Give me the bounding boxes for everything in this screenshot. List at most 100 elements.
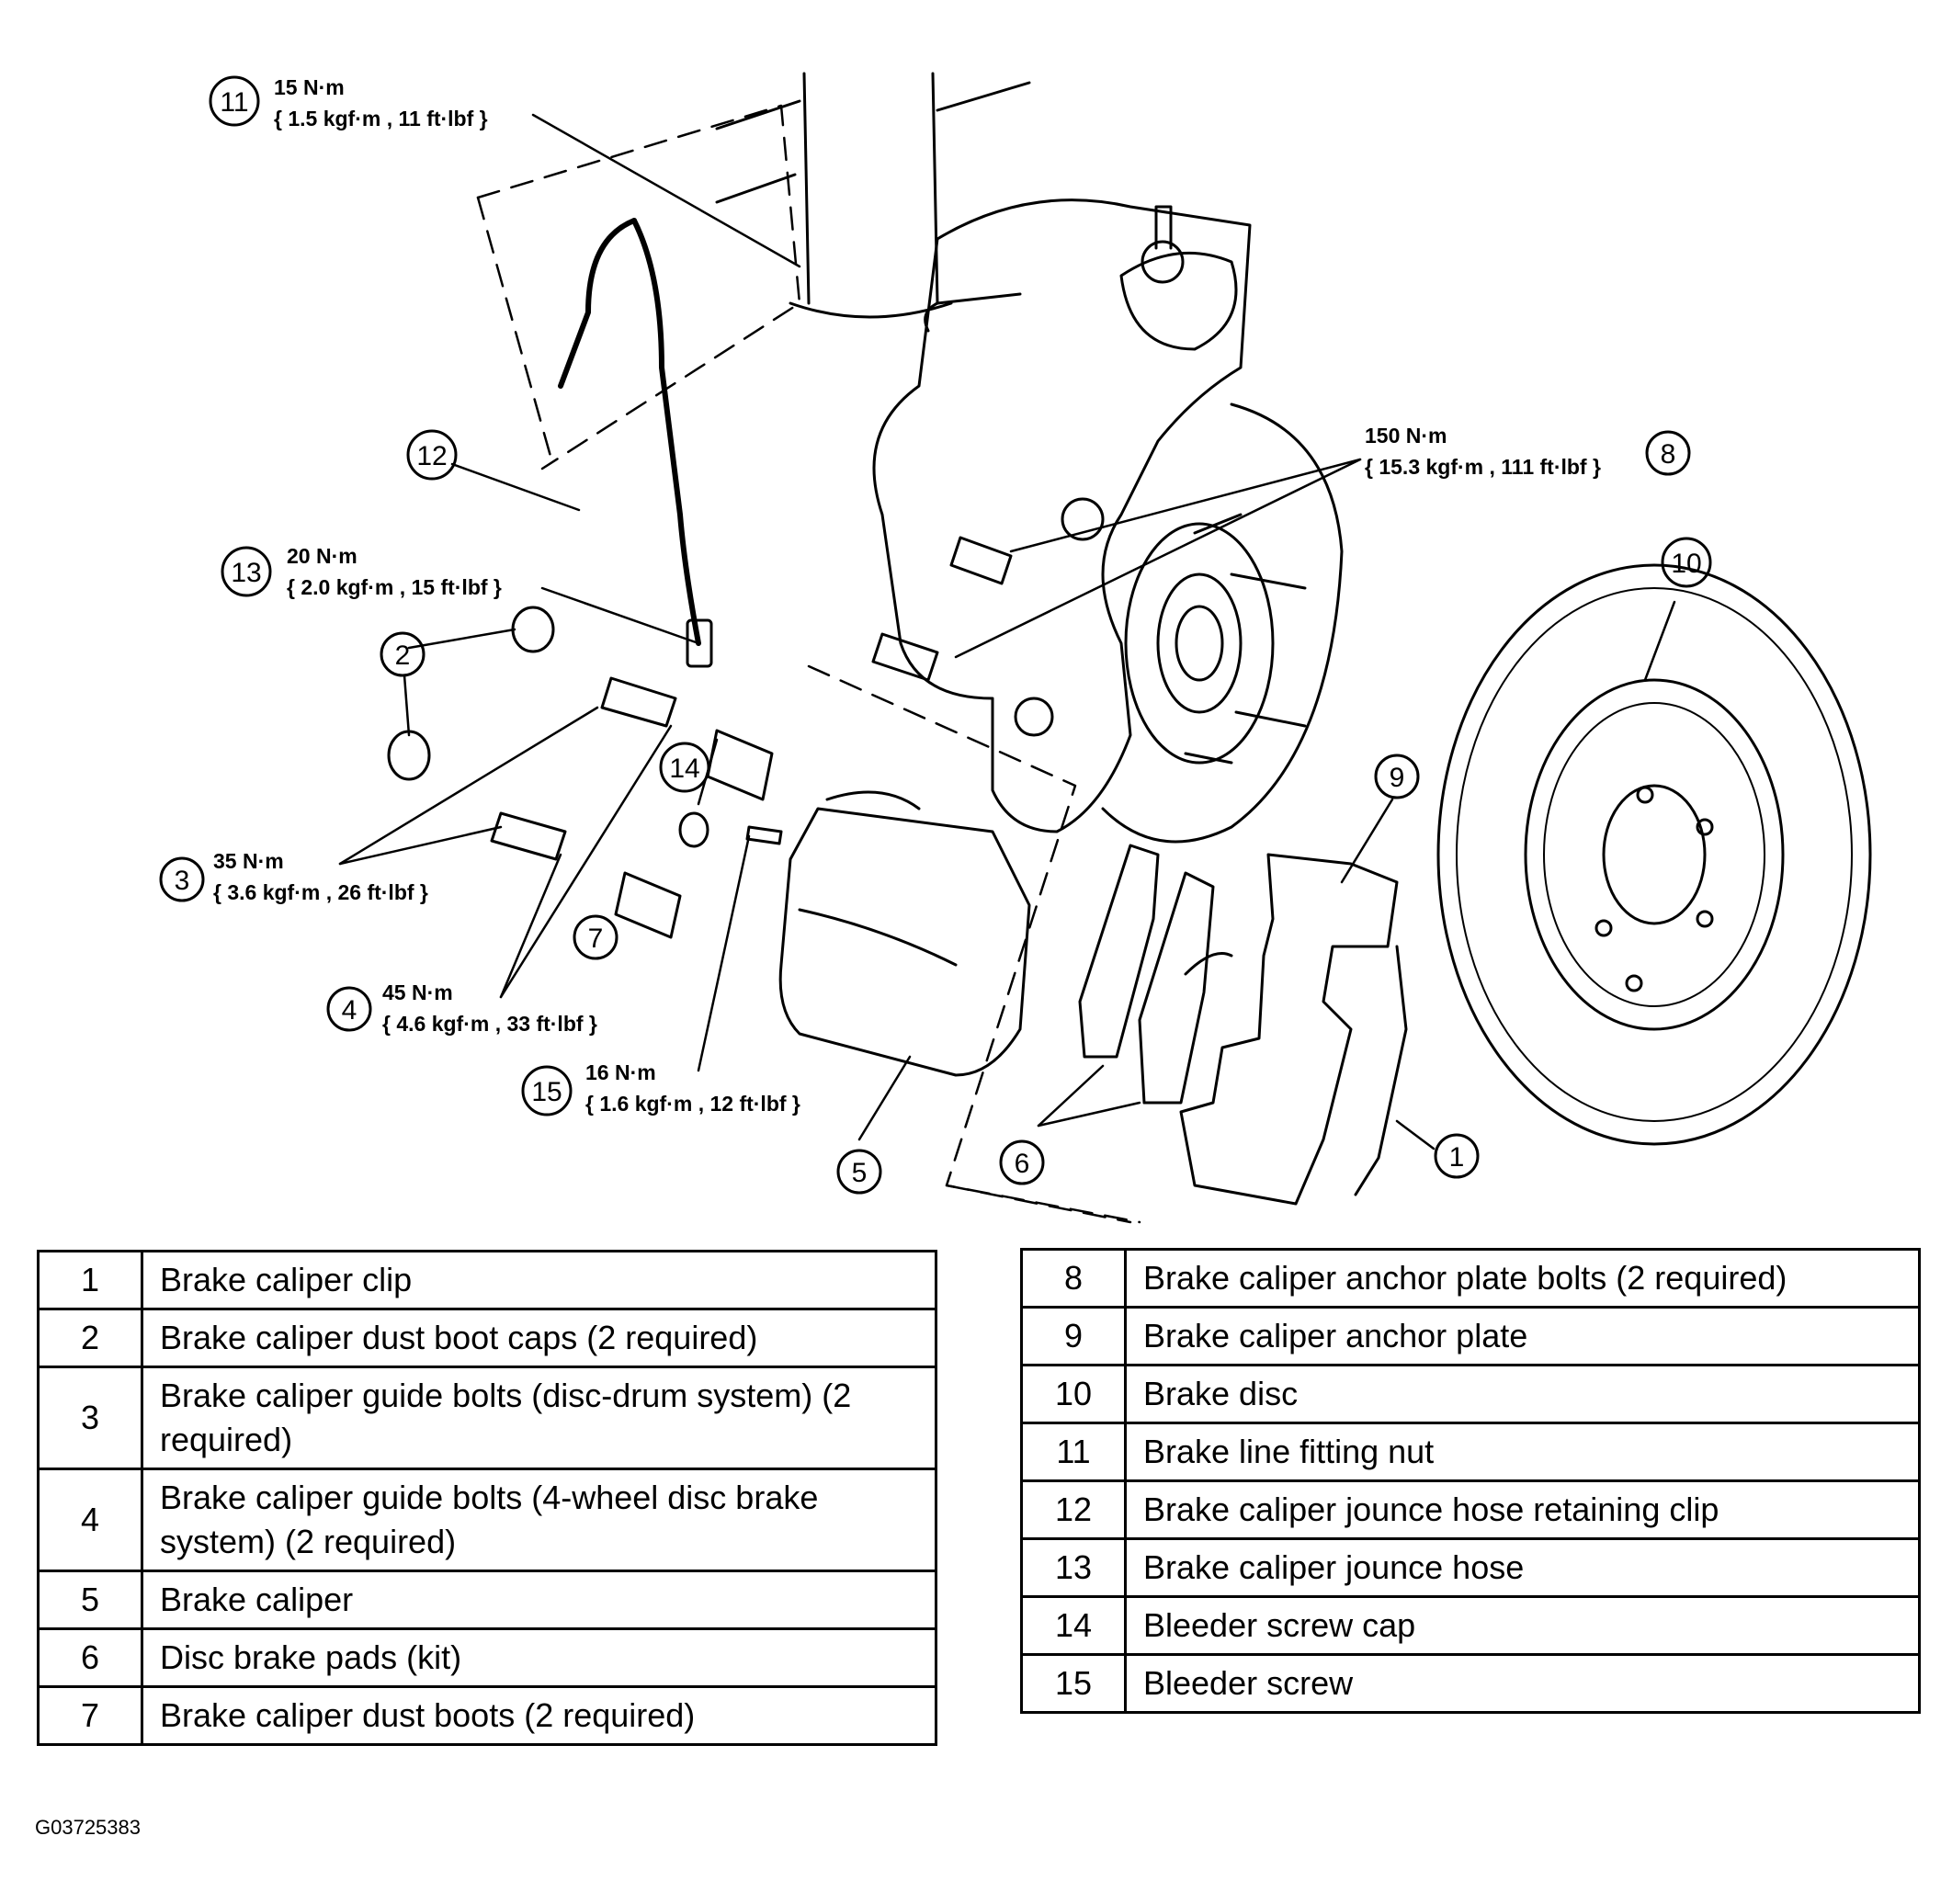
callout-3-number: 3: [175, 866, 190, 896]
leader-lines: [338, 113, 1676, 1150]
torque-4-nm: 45 N·m: [382, 980, 453, 1004]
torque-15-nm: 16 N·m: [585, 1060, 656, 1084]
legend-text: Brake caliper dust boots (2 required): [141, 1685, 937, 1746]
legend-num: 14: [1020, 1595, 1127, 1656]
callout-9: 9: [1374, 754, 1420, 799]
legend-num: 5: [37, 1570, 143, 1630]
wheel-hub: [1101, 402, 1344, 844]
torque-3-spec: { 3.6 kgf·m , 26 ft·lbf }: [213, 880, 428, 904]
legend-text: Brake caliper dust boot caps (2 required…: [141, 1308, 937, 1368]
anchor-plate-bolts: [871, 536, 1013, 682]
caliper-clip: [1354, 945, 1408, 1196]
legend-text: Bleeder screw cap: [1124, 1595, 1921, 1656]
hose-fitting: [686, 618, 713, 668]
callout-14: 14: [659, 742, 710, 793]
callout-6: 6: [999, 1139, 1045, 1185]
caliper-anchor-plate: [1179, 853, 1399, 1206]
torque-4-spec: { 4.6 kgf·m , 33 ft·lbf }: [382, 1012, 597, 1036]
callout-2-number: 2: [395, 640, 411, 671]
callout-10-number: 10: [1671, 549, 1701, 579]
bleeder-parts: [678, 811, 783, 848]
callout-4-number: 4: [342, 995, 357, 1026]
callout-7-number: 7: [588, 924, 604, 954]
brake-disc: [1436, 563, 1872, 1146]
legend-text: Brake caliper guide bolts (disc-drum sys…: [141, 1366, 937, 1470]
legend-text: Brake caliper jounce hose: [1124, 1537, 1921, 1598]
callout-3: 3: [159, 856, 205, 902]
legend-text: Disc brake pads (kit): [141, 1627, 937, 1688]
legend-num: 10: [1020, 1364, 1127, 1424]
dashed-outline-lower: [807, 664, 1141, 1224]
guide-bolts: [490, 676, 677, 861]
strut-assembly: [715, 72, 1031, 319]
legend-text: Bleeder screw: [1124, 1653, 1921, 1714]
dashed-outline-upper: [476, 104, 801, 470]
callout-10: 10: [1661, 537, 1712, 588]
legend-text: Brake line fitting nut: [1124, 1422, 1921, 1482]
disc-brake-pads: [1078, 844, 1233, 1105]
legend-num: 8: [1020, 1248, 1127, 1309]
figure-id: G03725383: [35, 1816, 141, 1839]
torque-11-spec: { 1.5 kgf·m , 11 ft·lbf }: [274, 107, 488, 130]
legend-num: 12: [1020, 1479, 1127, 1540]
callout-12: 12: [406, 429, 458, 481]
legend-text: Brake caliper clip: [141, 1250, 937, 1310]
callout-8-number: 8: [1661, 439, 1676, 470]
jounce-hose: [558, 218, 701, 646]
legend-text: Brake caliper guide bolts (4-wheel disc …: [141, 1468, 937, 1572]
legend-num: 6: [37, 1627, 143, 1688]
torque-13-nm: 20 N·m: [287, 544, 357, 568]
legend-num: 7: [37, 1685, 143, 1746]
callout-14-number: 14: [669, 754, 699, 784]
legend-num: 4: [37, 1468, 143, 1572]
callout-4: 4: [326, 986, 372, 1032]
torque-11-nm: 15 N·m: [274, 75, 345, 99]
callout-13-number: 13: [231, 558, 261, 588]
callout-15: 15: [521, 1065, 573, 1116]
torque-15-spec: { 1.6 kgf·m , 12 ft·lbf }: [585, 1092, 800, 1116]
callout-1: 1: [1434, 1133, 1480, 1179]
legend-num: 2: [37, 1308, 143, 1368]
callout-12-number: 12: [416, 441, 447, 471]
legend-num: 13: [1020, 1537, 1127, 1598]
legend-text: Brake caliper anchor plate bolts (2 requ…: [1124, 1248, 1921, 1309]
torque-8-spec: { 15.3 kgf·m , 111 ft·lbf }: [1365, 455, 1601, 479]
legend-text: Brake caliper: [141, 1570, 937, 1630]
callout-5: 5: [836, 1149, 882, 1195]
legend-num: 9: [1020, 1306, 1127, 1366]
callout-6-number: 6: [1015, 1149, 1030, 1179]
callout-11: 11: [209, 75, 260, 127]
brake-assembly-diagram: 1 2 3 4 5 6 7 8 9 10 11 12 13 14 15 15 N…: [159, 72, 1872, 1224]
legend-num: 11: [1020, 1422, 1127, 1482]
torque-8-nm: 150 N·m: [1365, 424, 1447, 448]
callout-11-number: 11: [220, 87, 248, 118]
legend-num: 3: [37, 1366, 143, 1470]
callout-13: 13: [221, 546, 272, 597]
legend-num: 1: [37, 1250, 143, 1310]
legend-text: Brake caliper jounce hose retaining clip: [1124, 1479, 1921, 1540]
callout-2: 2: [380, 631, 426, 677]
callout-5-number: 5: [852, 1158, 868, 1188]
callout-7: 7: [573, 914, 619, 960]
legend-text: Brake caliper anchor plate: [1124, 1306, 1921, 1366]
callout-9-number: 9: [1390, 763, 1405, 793]
brake-caliper: [778, 790, 1031, 1077]
torque-3-nm: 35 N·m: [213, 849, 284, 873]
callout-15-number: 15: [531, 1077, 562, 1107]
